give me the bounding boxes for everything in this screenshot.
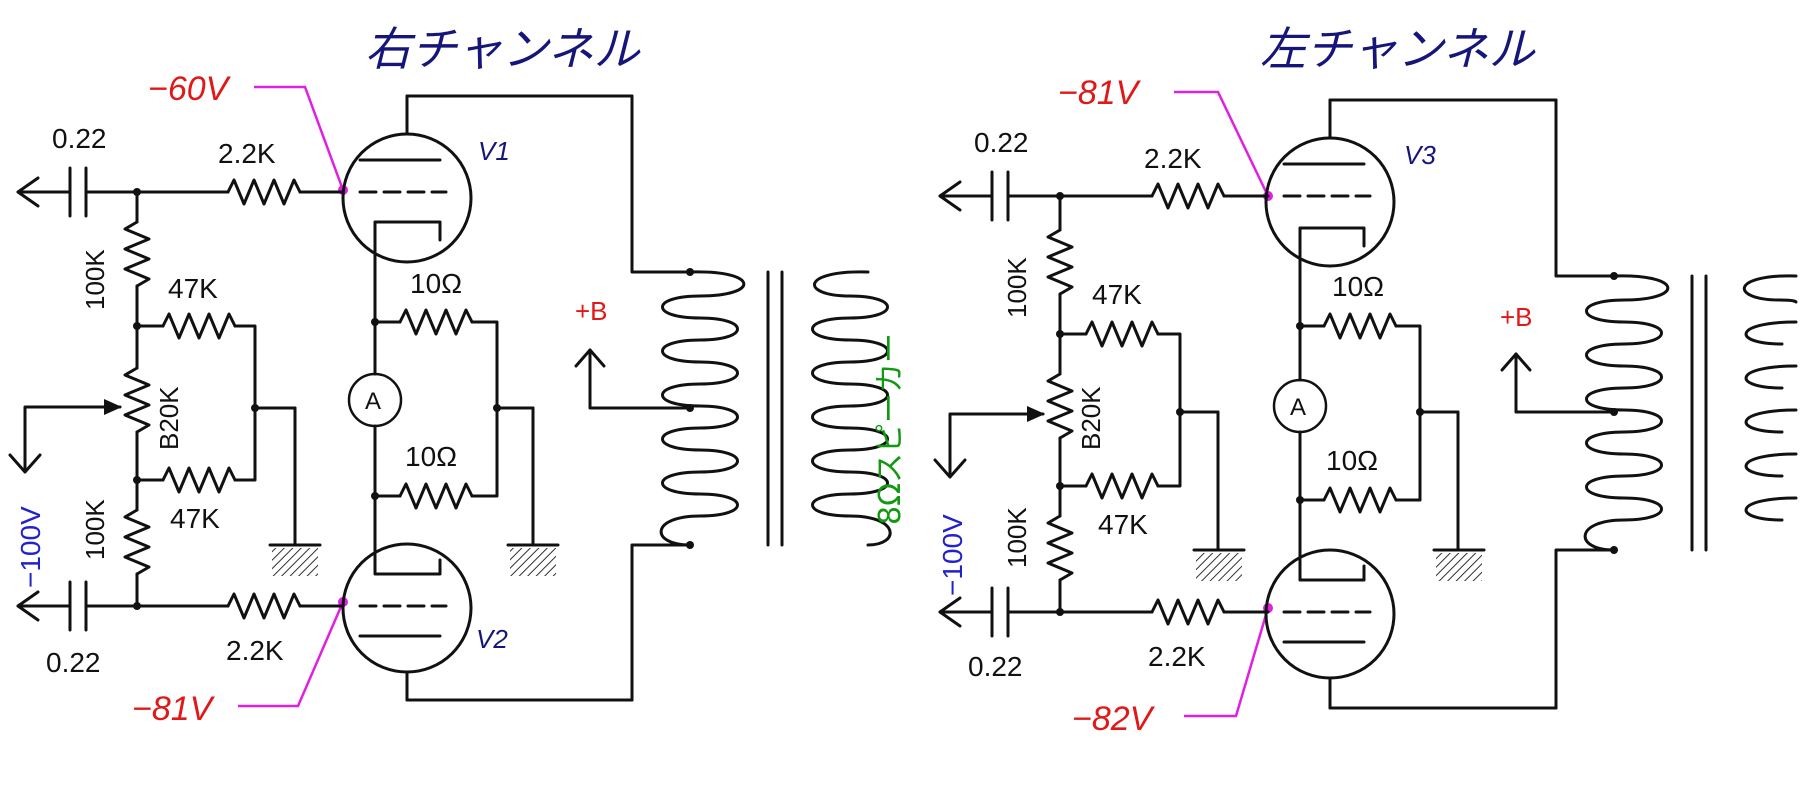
right-upper-47k-label: 47K	[168, 273, 218, 304]
left-output-transformer	[1500, 98, 1798, 710]
right-upper-grid-resistor-label: 2.2K	[218, 138, 276, 169]
left-bias-supply-label: −100V	[937, 514, 968, 596]
right-upper-tube-label: V1	[478, 136, 510, 166]
right-lower-bias-resistor-label: 100K	[80, 499, 110, 560]
right-lower-input	[16, 580, 345, 632]
left-lower-bias-resistor-label: 100K	[1002, 507, 1032, 568]
left-b-plus-label: +B	[1500, 302, 1533, 332]
right-lower-cathode-resistor-label: 10Ω	[405, 441, 457, 472]
left-upper-voltage-lead	[1174, 90, 1270, 197]
left-channel: 左チャンネル −81V −82V 0.22 2.2K	[933, 22, 1798, 738]
right-lower-tube	[341, 542, 634, 702]
right-pot-label: B20K	[154, 386, 184, 450]
right-lower-cap-label: 0.22	[46, 647, 101, 678]
right-channel-title: 右チャンネル	[365, 22, 641, 76]
left-lower-tube	[1264, 548, 1558, 710]
left-upper-cathode-resistor-label: 10Ω	[1332, 271, 1384, 302]
left-cathode-network	[1272, 256, 1486, 581]
right-upper-cathode-resistor-label: 10Ω	[410, 268, 462, 299]
right-bias-network	[8, 190, 322, 608]
right-bias-supply-label: −100V	[15, 506, 46, 588]
left-bias-network	[933, 194, 1246, 614]
left-upper-grid-voltage: −81V	[1058, 74, 1142, 112]
left-upper-input	[938, 170, 1270, 222]
left-upper-tube	[1264, 98, 1558, 268]
left-ammeter-label: A	[1290, 394, 1306, 421]
right-upper-input	[16, 166, 345, 218]
right-speaker-label: 8Ωスピーカー	[873, 333, 908, 525]
left-upper-cap-label: 0.22	[974, 127, 1029, 158]
right-lower-tube-label: V2	[476, 624, 508, 654]
right-lower-47k-label: 47K	[170, 503, 220, 534]
right-upper-cap-label: 0.22	[52, 123, 107, 154]
left-channel-title: 左チャンネル	[1260, 22, 1536, 76]
left-lower-grid-voltage: −82V	[1072, 700, 1156, 738]
left-lower-input	[938, 586, 1270, 638]
right-upper-voltage-lead	[254, 85, 345, 191]
right-lower-grid-voltage: −81V	[132, 690, 216, 728]
right-lower-voltage-lead	[238, 601, 345, 708]
right-upper-grid-voltage: −60V	[148, 70, 232, 108]
right-ammeter-label: A	[365, 388, 381, 415]
right-b-plus-label: +B	[575, 296, 608, 326]
left-upper-grid-resistor-label: 2.2K	[1144, 143, 1202, 174]
left-upper-47k-label: 47K	[1092, 279, 1142, 310]
right-upper-bias-resistor-label: 100K	[80, 249, 110, 310]
right-cathode-network	[347, 250, 560, 576]
left-lower-voltage-lead	[1184, 607, 1270, 718]
left-upper-bias-resistor-label: 100K	[1002, 257, 1032, 318]
left-lower-cap-label: 0.22	[968, 651, 1023, 682]
left-pot-label: B20K	[1076, 386, 1106, 450]
left-lower-grid-resistor-label: 2.2K	[1148, 641, 1206, 672]
left-lower-cathode-resistor-label: 10Ω	[1326, 445, 1378, 476]
left-lower-47k-label: 47K	[1098, 509, 1148, 540]
right-lower-grid-resistor-label: 2.2K	[226, 635, 284, 666]
left-upper-tube-label: V3	[1404, 140, 1436, 170]
right-upper-tube	[341, 94, 634, 264]
right-channel: 右チャンネル −60V −81V 0.22 2.2K	[8, 22, 908, 728]
right-output-transformer	[574, 94, 892, 702]
